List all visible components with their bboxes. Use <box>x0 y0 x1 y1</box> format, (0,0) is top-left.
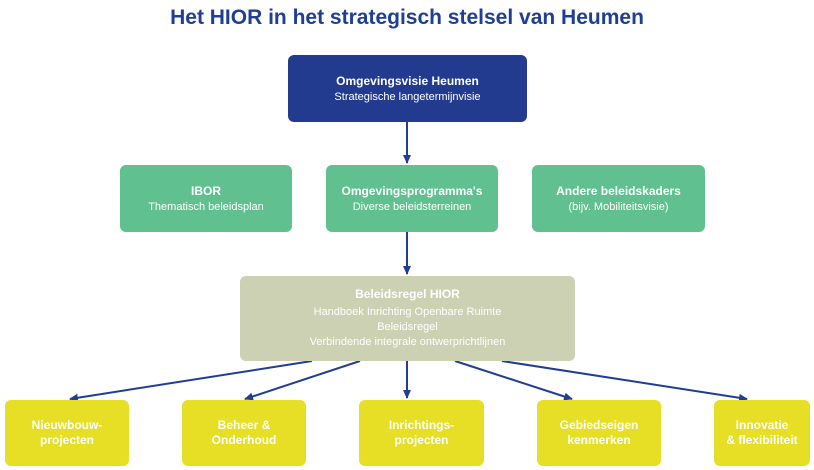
andere-beleidskaders-subtitle: (bijv. Mobiliteitsvisie) <box>568 200 669 213</box>
inrichtingsprojecten-box: Inrichtings- projecten <box>359 400 484 466</box>
inrichting-line1: Inrichtings- <box>388 418 455 432</box>
omgevingsvisie-title: Omgevingsvisie Heumen <box>336 73 479 88</box>
beleidsregel-line-ontwerprichtlijnen: Verbindende integrale ontwerprichtlijnen <box>309 336 506 348</box>
innovatie-line1: Innovatie <box>735 418 789 432</box>
innovatie-flexibiliteit-box: Innovatie & flexibiliteit <box>714 400 810 466</box>
andere-beleidskaders-box: Andere beleidskaders (bijv. Mobiliteitsv… <box>532 165 705 232</box>
arrow-regel-to-beheer <box>244 360 361 401</box>
beleidsregel-line-beleidsregel: Beleidsregel <box>377 321 438 333</box>
ibor-subtitle: Thematisch beleidsplan <box>148 200 264 213</box>
ibor-box: IBOR Thematisch beleidsplan <box>120 165 292 232</box>
nieuwbouw-line2: projecten <box>39 433 94 447</box>
nieuwbouwprojecten-box: Nieuwbouw- projecten <box>5 400 129 466</box>
diagram-title: Het HIOR in het strategisch stelsel van … <box>170 6 644 29</box>
arrow-regel-to-nieuwbouw <box>69 360 313 402</box>
omgevingsvisie-box: Omgevingsvisie Heumen Strategische lange… <box>288 55 527 122</box>
arrow-regel-to-innovatie <box>501 360 748 402</box>
innovatie-line2: & flexibiliteit <box>726 433 798 447</box>
beleidsregel-title: Beleidsregel HIOR <box>355 287 460 301</box>
gebiedseigen-kenmerken-box: Gebiedseigen kenmerken <box>537 400 661 466</box>
nieuwbouw-line1: Nieuwbouw- <box>31 418 103 432</box>
gebied-line1: Gebiedseigen <box>559 418 639 432</box>
arrow-regel-to-gebied <box>454 360 573 401</box>
omgevingsprogrammas-box: Omgevingsprogramma's Diverse beleidsterr… <box>326 165 498 232</box>
beheer-line2: Onderhoud <box>211 433 277 447</box>
andere-beleidskaders-title: Andere beleidskaders <box>556 183 681 198</box>
omgevingsprogrammas-title: Omgevingsprogramma's <box>341 183 483 198</box>
beleidsregel-hior-box: Beleidsregel HIOR Handboek Inrichting Op… <box>240 276 575 361</box>
beleidsregel-line-handboek: Handboek Inrichting Openbare Ruimte <box>313 306 502 318</box>
omgevingsvisie-subtitle: Strategische langetermijnvisie <box>334 90 481 103</box>
inrichting-line2: projecten <box>394 433 449 447</box>
omgevingsprogrammas-subtitle: Diverse beleidsterreinen <box>352 200 472 213</box>
ibor-title: IBOR <box>191 183 221 198</box>
gebied-line2: kenmerken <box>567 433 631 447</box>
beheer-onderhoud-box: Beheer & Onderhoud <box>182 400 306 466</box>
beheer-line1: Beheer & <box>217 418 271 432</box>
